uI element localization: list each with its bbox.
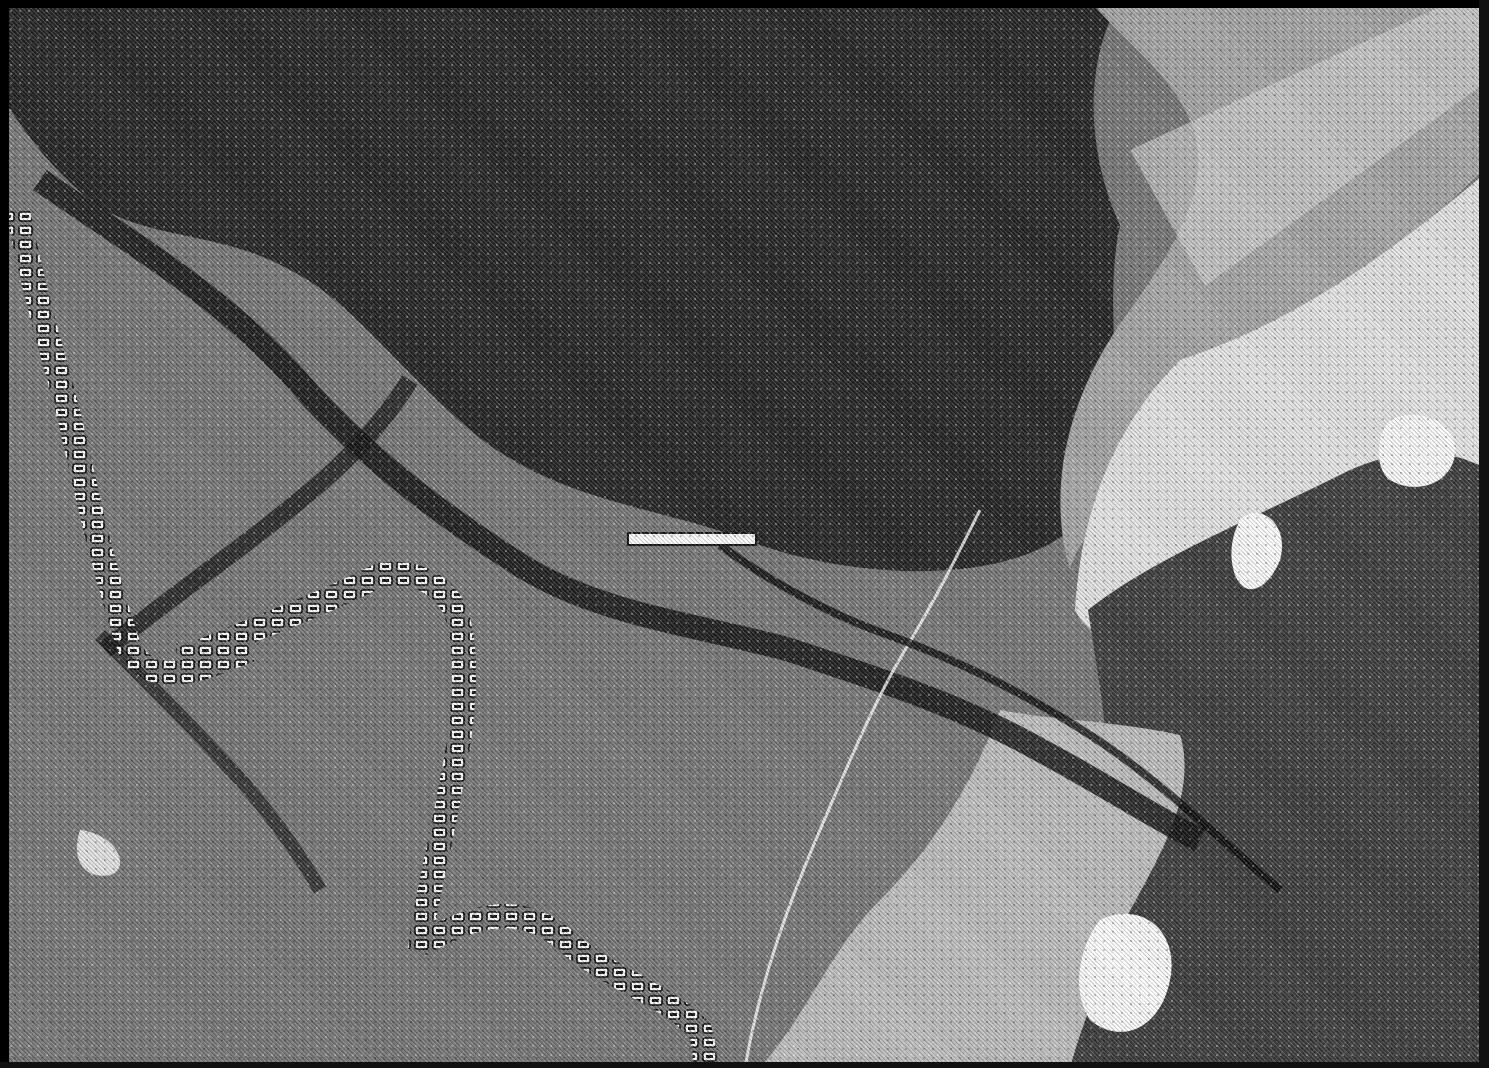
right-border <box>1479 0 1489 1068</box>
bottom-border <box>0 1062 1489 1068</box>
left-border <box>0 0 9 1068</box>
top-border <box>0 0 1489 8</box>
